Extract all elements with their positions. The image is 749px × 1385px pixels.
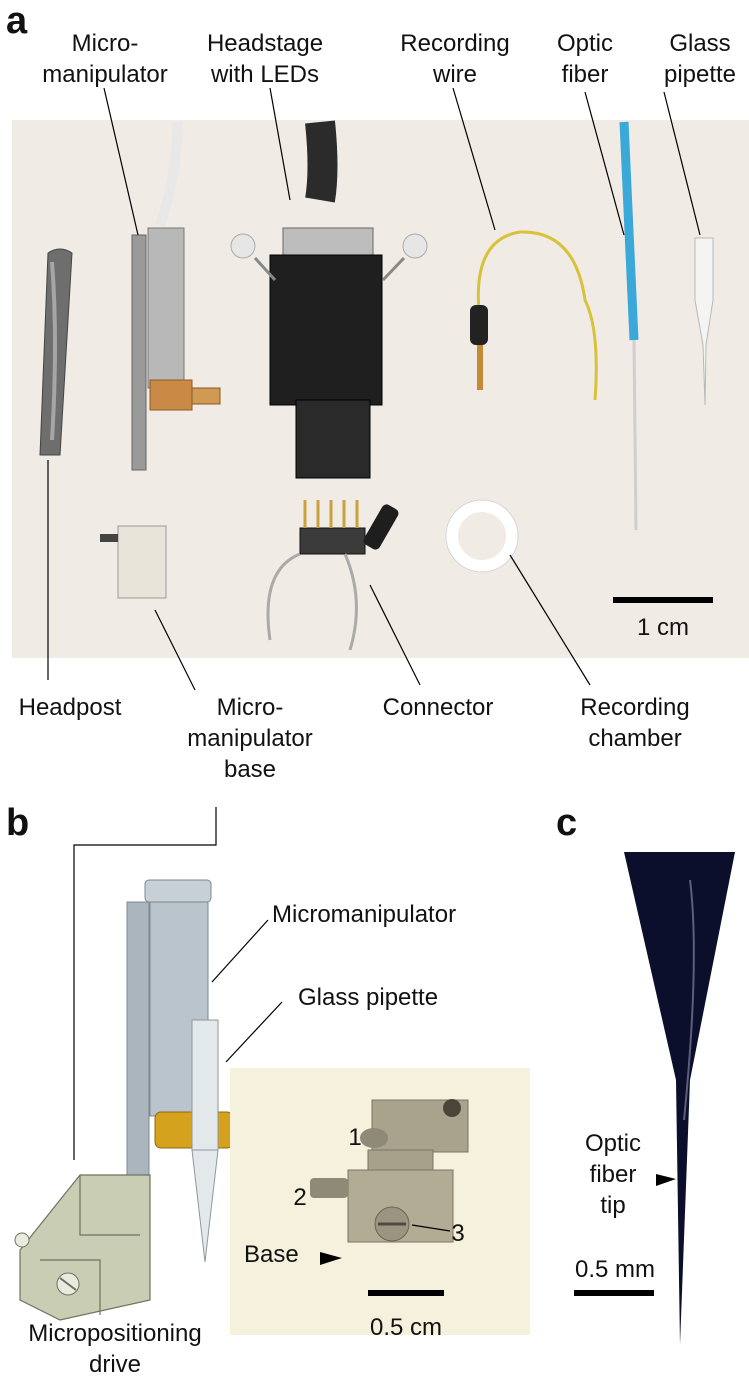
recording-wire [476,230,598,401]
headstage-cable [305,120,338,203]
optic-fiber-tip [624,852,735,1345]
label-headpost: Headpost [18,694,122,721]
label-micropositioning-drive: Micropositioning drive [28,1320,202,1378]
scale-bar-b-label: 0.5 cm [369,1314,443,1341]
connector [299,527,366,555]
tip-arrow [656,1174,676,1186]
scale-bar-c-label: 0.5 mm [574,1256,655,1283]
micropositioning-drive [19,1174,151,1321]
label-connector: Connector [382,694,494,721]
base-block [117,525,167,599]
glass-pipette-photo [694,237,714,406]
micromanipulator-rod [131,234,147,471]
label-optic-fiber-tip: Optic fiber tip [584,1130,641,1219]
led-right [402,233,428,259]
label-b-glass-pipette: Glass pipette [298,984,439,1011]
label-recording-chamber: Recording chamber [580,694,690,752]
scale-bar-b [368,1290,444,1296]
micromanipulator-cable [155,121,183,227]
label-b-micromanipulator: Micromanipulator [272,901,457,928]
base-arrow [320,1252,342,1265]
label-micromanipulator: Micro- manipulator [42,30,168,88]
label-optic-fiber: Optic fiber [556,30,613,88]
label-screw-1: 1 [348,1124,362,1151]
panel-letter-c: c [556,802,578,844]
scale-bar-a [613,597,713,603]
label-recording-wire: Recording wire [400,30,510,88]
scale-bar-a-label: 1 cm [636,614,689,641]
glass-pipette-tube [191,1019,219,1151]
label-base: Base [244,1241,299,1268]
optic-fiber [619,121,639,341]
scale-bar-c [574,1290,654,1296]
panel-letter-a: a [6,0,28,42]
led-left [230,233,256,259]
label-screw-2: 2 [293,1184,307,1211]
label-micromanipulator-base: Micro- manipulator base [187,694,313,783]
recording-chamber [446,500,518,572]
label-glass-pipette: Glass pipette [663,30,737,88]
label-screw-3: 3 [451,1220,465,1247]
micromanipulator-body [147,227,185,389]
panel-letter-b: b [6,802,30,844]
headstage-body [269,254,383,406]
label-headstage-with-leds: Headstage with LEDs [206,30,324,88]
